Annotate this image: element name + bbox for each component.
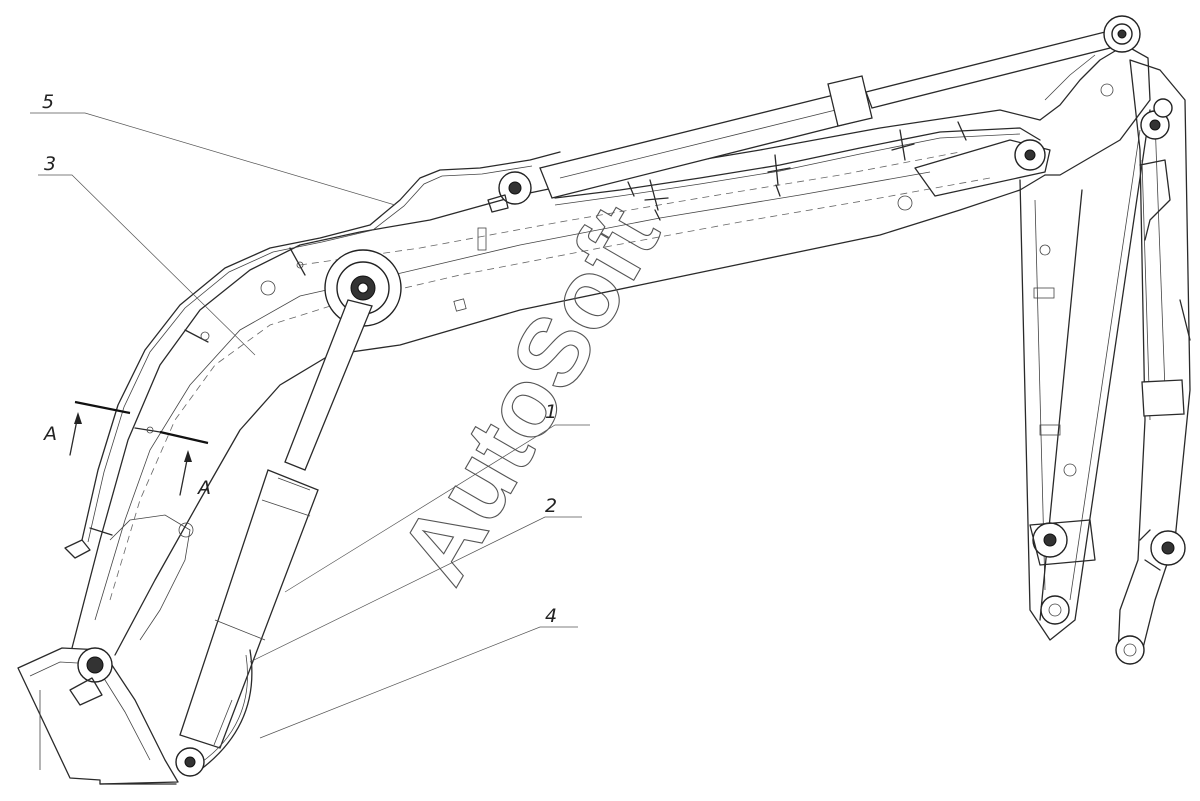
boom-pivot [324,249,402,327]
tube-line [554,121,1051,221]
watermark: AutoSoft [378,187,680,600]
callout-1: 1 [545,401,557,423]
boom-cylinder [175,299,373,777]
callout-2: 2 [545,495,557,517]
arm-cylinder [487,15,1141,213]
bucket-linkage [1115,59,1191,665]
base-bracket [17,647,179,785]
callouts: 5 3 1 2 4 [30,91,590,739]
section-cut: A A [42,400,211,499]
arm-stick [1019,109,1151,641]
section-label-left: A [42,423,57,445]
boom-root-pin [69,647,113,706]
section-label-right: A [196,477,211,499]
callout-5: 5 [42,91,54,113]
hose-line [64,151,561,559]
boom-body [71,44,1151,656]
callout-3: 3 [44,153,56,175]
callout-4: 4 [545,605,557,627]
